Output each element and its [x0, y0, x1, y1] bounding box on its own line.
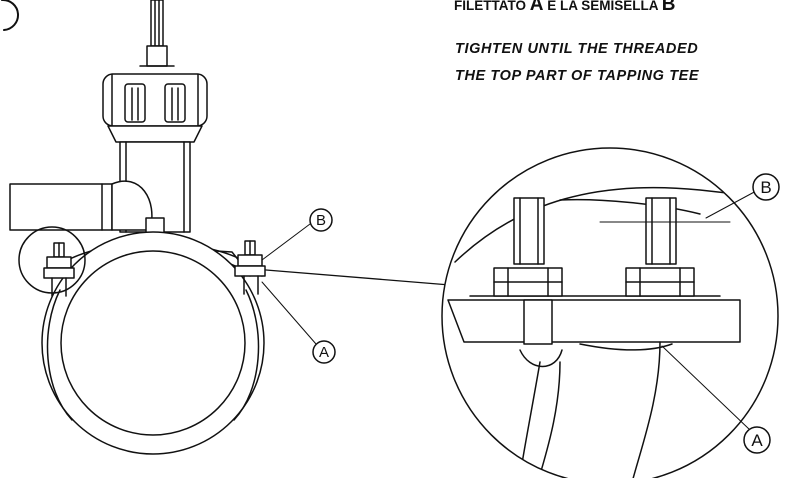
spindle: [139, 0, 175, 67]
step-number-circle: [1, 0, 20, 31]
callout-label-detail-a: A: [751, 431, 763, 450]
italian-instruction-line: FILETTATO A E LA SEMISELLA B: [454, 0, 675, 17]
italian-letter-b: B: [661, 0, 676, 15]
cap-nut: [102, 73, 208, 143]
highlight-circle: [18, 226, 86, 294]
english-instruction-line-1: TIGHTEN UNTIL THE THREADED: [455, 41, 699, 57]
tee-body: [9, 141, 191, 235]
italian-text-mid: E LA SEMISELLA: [543, 0, 662, 13]
callout-circle-left-b: [309, 208, 333, 232]
callout-label-left-b: B: [316, 212, 326, 229]
callout-circle-detail-a: [743, 426, 771, 454]
italian-text-prefix: FILETTATO: [454, 0, 530, 13]
callout-circle-detail-b: [752, 173, 780, 201]
pipe: [41, 231, 265, 455]
english-instruction-line-2: THE TOP PART OF TAPPING TEE: [455, 68, 700, 84]
callout-label-left-a: A: [319, 344, 329, 361]
italian-letter-a: A: [529, 0, 544, 15]
detail-view-content: [447, 186, 778, 478]
callout-circle-left-a: [312, 340, 336, 364]
left-bolt: [43, 242, 75, 297]
callout-label-detail-b: B: [760, 178, 771, 197]
detail-arrow: [265, 269, 451, 286]
